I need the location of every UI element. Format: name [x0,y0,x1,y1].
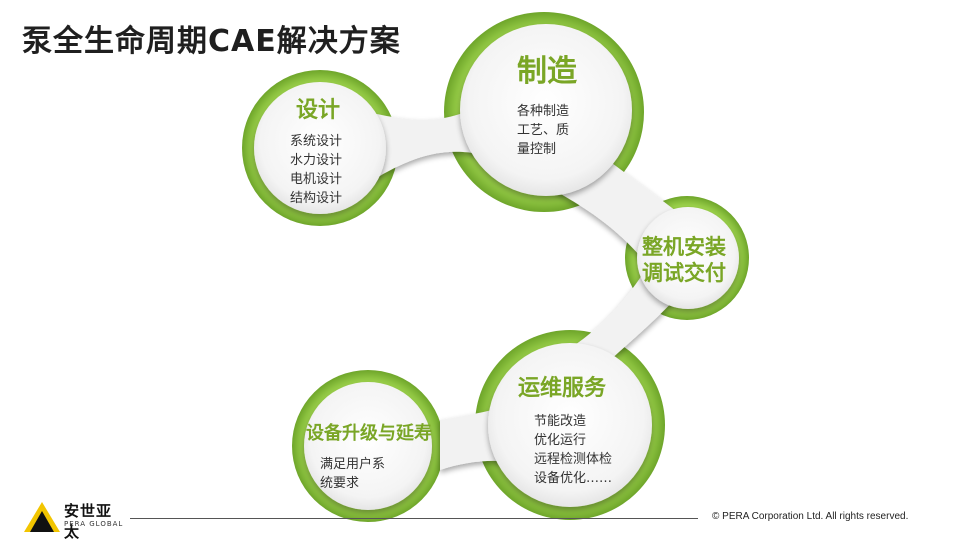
design-node: 设计 系统设计 水力设计 电机设计 结构设计 [290,92,342,208]
design-item: 系统设计 [290,134,343,149]
upgrade-items: 满足用户系 统要求 [320,455,432,493]
design-title: 设计 [296,98,341,123]
upgrade-item: 统要求 [320,476,360,491]
operation-disc [488,343,652,507]
operation-title: 运维服务 [518,376,607,401]
operation-items: 节能改造 优化运行 远程检测体检 设备优化…… [534,412,612,488]
operation-node: 运维服务 节能改造 优化运行 远程检测体检 设备优化…… [518,370,612,488]
manufacture-disc [460,24,632,196]
design-disc [254,82,386,214]
upgrade-title: 设备升级与延寿 [306,423,432,444]
design-item: 结构设计 [290,191,343,206]
operation-item: 设备优化…… [534,471,613,486]
operation-item: 远程检测体检 [534,452,613,467]
manufacture-item: 各种制造 [517,104,570,119]
design-item: 水力设计 [290,153,343,168]
logo-triangle-icon [24,502,60,532]
manufacture-node: 制造 各种制造 工艺、质 量控制 [517,46,577,159]
footer-divider [130,518,698,519]
design-items: 系统设计 水力设计 电机设计 结构设计 [290,132,342,208]
manufacture-item: 工艺、质 [517,123,570,138]
manufacture-item: 量控制 [517,142,557,157]
page-title: 泵全生命周期CAE解决方案 [22,24,401,59]
assembly-title-line: 整机安装 [642,235,726,259]
upgrade-item: 满足用户系 [320,457,386,472]
copyright-text: © PERA Corporation Ltd. All rights reser… [712,511,909,522]
company-logo: 安世亚太 PERA GLOBAL [24,500,124,541]
upgrade-node: 设备升级与延寿 满足用户系 统要求 [306,419,432,493]
operation-item: 节能改造 [534,414,587,429]
manufacture-title: 制造 [517,54,577,89]
design-item: 电机设计 [290,172,343,187]
logo-subtext: PERA GLOBAL [64,520,124,528]
assembly-disc [637,207,739,309]
assembly-title-line: 调试交付 [642,261,726,285]
assembly-node: 整机安装 调试交付 [642,234,726,286]
logo-text: 安世亚太 [64,502,113,541]
upgrade-disc [304,382,432,510]
manufacture-items: 各种制造 工艺、质 量控制 [517,102,577,159]
operation-item: 优化运行 [534,433,587,448]
